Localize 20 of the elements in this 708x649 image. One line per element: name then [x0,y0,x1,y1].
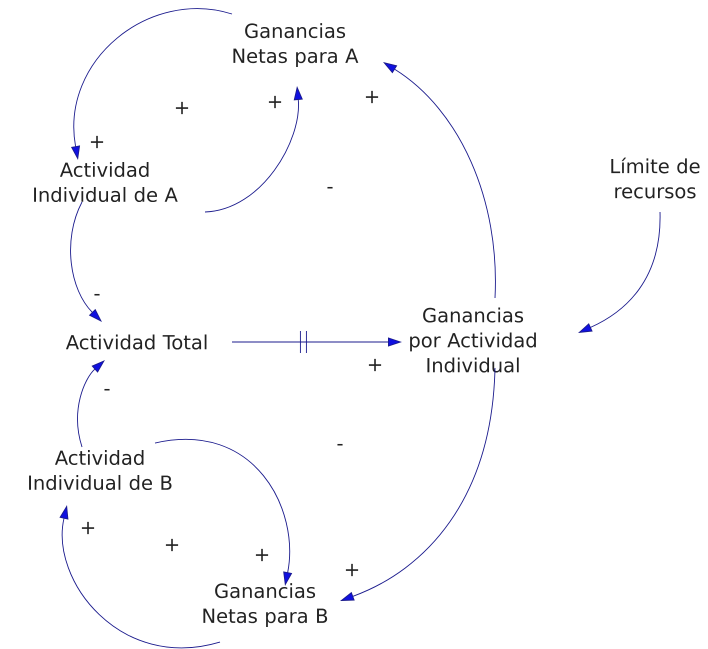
polarity-sign: + [366,90,378,104]
loop-sign: - [327,186,333,188]
variable-label: Actividad Total [66,334,206,350]
polarity-sign: + [90,136,104,148]
polarity-sign: + [256,548,268,562]
polarity-sign: + [346,564,358,576]
polarity-sign: - [94,294,100,296]
polarity-sign: + [268,96,282,108]
variable-label: Actividad Individual de A [34,162,178,202]
variable-label: Actividad Individual de B [29,450,172,490]
loop-sign: + [176,102,188,114]
polarity-sign: - [104,388,110,390]
loop-sign: - [337,444,343,446]
variable-label: Ganancias Netas para A [233,23,358,67]
variable-label: Límite de recursos [611,158,700,198]
variable-label: Ganancias por Actividad Individual [410,307,536,373]
variable-label: Ganancias Netas para B [203,583,328,627]
polarity-sign: + [368,358,382,372]
loop-sign: + [166,538,178,552]
polarity-sign: + [82,522,94,534]
